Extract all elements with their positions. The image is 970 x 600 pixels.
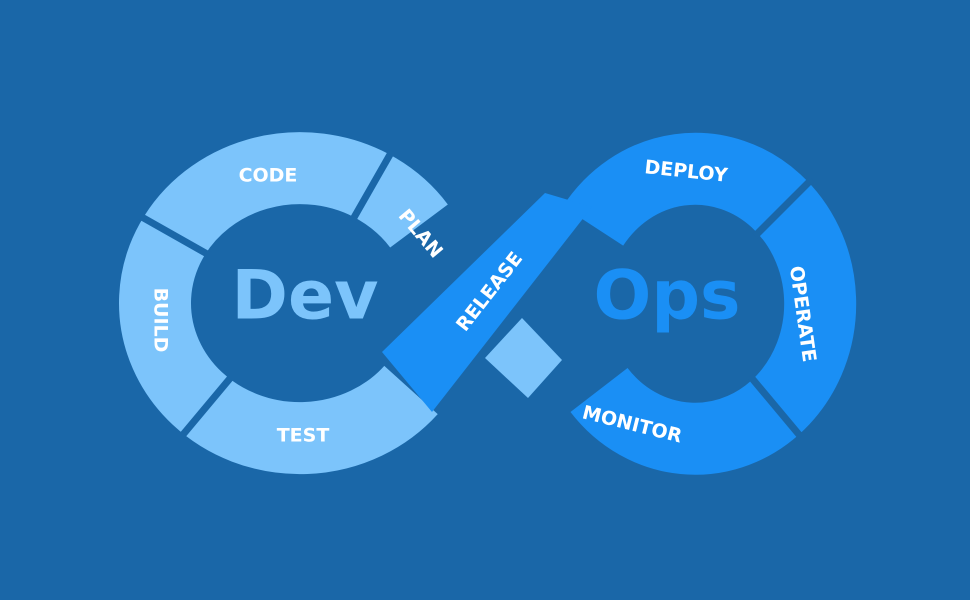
ops-loop [562,132,857,475]
dev-loop [119,132,448,475]
dev-loop-crossing [485,318,562,398]
ops-title: Ops [594,257,741,336]
stage-code: CODE [239,165,298,187]
release-strap [382,193,592,412]
segment-dividers [138,149,815,440]
dev-title: Dev [232,257,379,336]
stage-test: TEST [277,425,330,447]
stage-build: BUILD [150,288,172,353]
